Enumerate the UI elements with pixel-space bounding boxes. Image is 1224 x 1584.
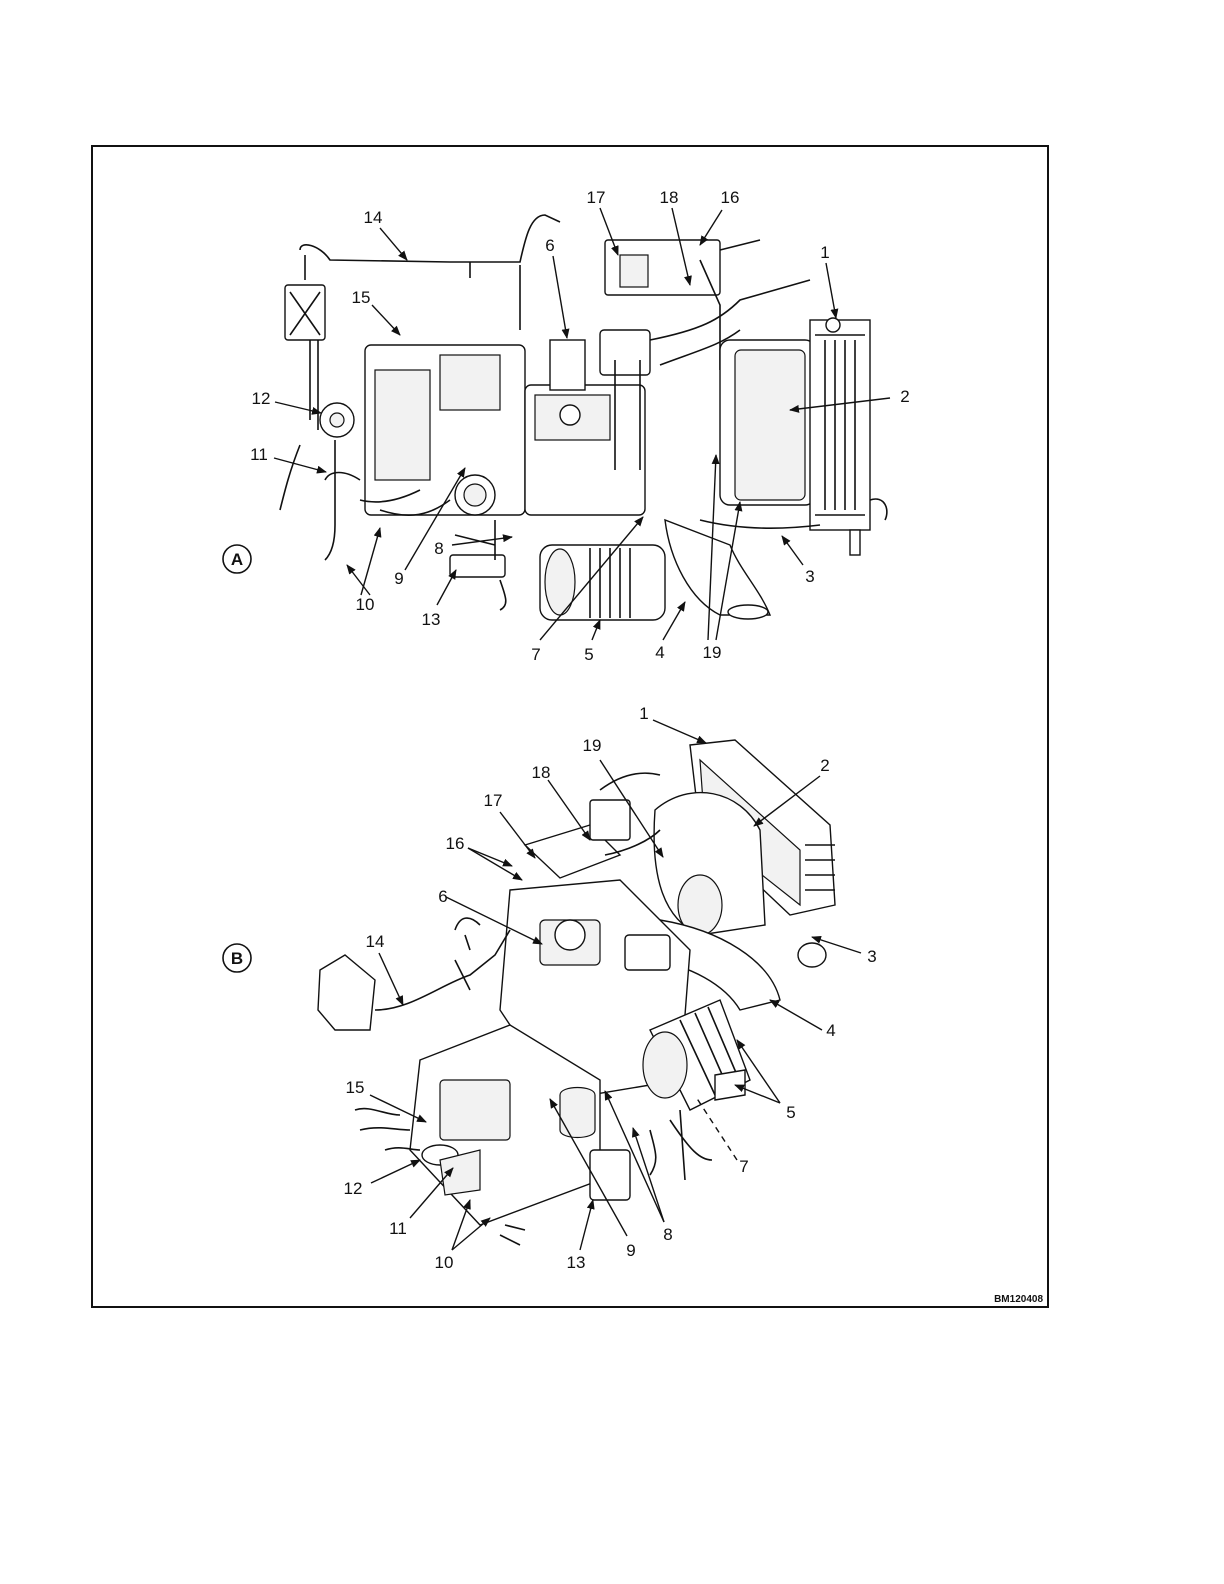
callout-a-5: 5 bbox=[584, 645, 593, 664]
view-marker-b: B bbox=[223, 944, 251, 972]
callout-a-7: 7 bbox=[531, 645, 540, 664]
callout-a-3: 3 bbox=[805, 567, 814, 586]
callout-a-13: 13 bbox=[422, 610, 441, 629]
callout-b-18: 18 bbox=[532, 763, 551, 782]
callout-b-7: 7 bbox=[739, 1157, 748, 1176]
callout-b-13: 13 bbox=[567, 1253, 586, 1272]
callout-a-14: 14 bbox=[364, 208, 383, 227]
svg-text:B: B bbox=[231, 949, 243, 968]
callout-a-10: 10 bbox=[356, 595, 375, 614]
figure-id: BM120408 bbox=[994, 1294, 1043, 1305]
callout-b-10: 10 bbox=[435, 1253, 454, 1272]
callout-b-4: 4 bbox=[826, 1021, 835, 1040]
callout-b-9: 9 bbox=[626, 1241, 635, 1260]
callout-a-17: 17 bbox=[587, 188, 606, 207]
callout-a-9: 9 bbox=[394, 569, 403, 588]
callout-a-1: 1 bbox=[820, 243, 829, 262]
svg-text:A: A bbox=[231, 550, 243, 569]
callout-b-17: 17 bbox=[484, 791, 503, 810]
callout-b-15: 15 bbox=[346, 1078, 365, 1097]
callout-a-12: 12 bbox=[252, 389, 271, 408]
callout-b-14: 14 bbox=[366, 932, 385, 951]
callout-b-6: 6 bbox=[438, 887, 447, 906]
view-b-engine-drawing bbox=[318, 740, 835, 1245]
callout-b-3: 3 bbox=[867, 947, 876, 966]
callout-a-16: 16 bbox=[721, 188, 740, 207]
callout-b-1: 1 bbox=[639, 704, 648, 723]
callout-b-11: 11 bbox=[389, 1219, 407, 1238]
view-marker-a: A bbox=[223, 545, 251, 573]
callout-a-15: 15 bbox=[352, 288, 371, 307]
callout-a-8: 8 bbox=[434, 539, 443, 558]
callout-a-4: 4 bbox=[655, 643, 664, 662]
callout-b-12: 12 bbox=[344, 1179, 363, 1198]
callout-b-5: 5 bbox=[786, 1103, 795, 1122]
callout-b-19: 19 bbox=[583, 736, 602, 755]
callout-a-2: 2 bbox=[900, 387, 909, 406]
callout-b-8: 8 bbox=[663, 1225, 672, 1244]
callout-a-19: 19 bbox=[703, 643, 722, 662]
callout-a-18: 18 bbox=[660, 188, 679, 207]
callout-a-11: 11 bbox=[250, 445, 268, 464]
callout-b-2: 2 bbox=[820, 756, 829, 775]
callout-b-16: 16 bbox=[446, 834, 465, 853]
callout-a-6: 6 bbox=[545, 236, 554, 255]
